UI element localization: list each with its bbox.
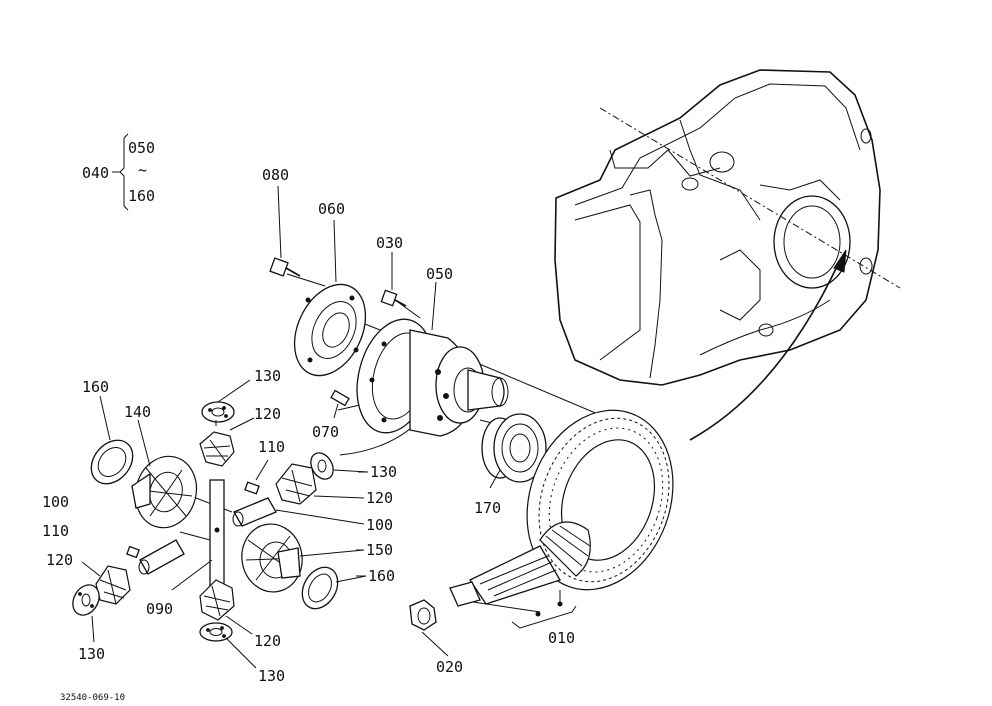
shim-160-right [301,566,367,610]
label-090: 090 [146,600,173,618]
pinion-gear-120-right [275,463,365,505]
range-tilde: ~ [138,161,147,179]
pinion-shaft-010 [449,521,591,629]
bolt-080 [269,185,301,277]
label-100-left: 100 [42,493,69,511]
label-140: 140 [124,403,151,421]
label-160-left: 160 [82,378,109,396]
pin-110-left [126,545,140,559]
pinion-gear-120-top [199,417,255,467]
label-120-right: 120 [366,489,393,507]
label-160-range-end: 160 [128,187,155,205]
label-160-right: 160 [368,567,395,585]
label-130-top: 130 [254,367,281,385]
assembly-bracket-040 [112,133,129,211]
thrust-washer-130-left [72,584,100,643]
label-dashes [356,471,367,577]
label-110-left: 110 [42,522,69,540]
side-gear-140 [131,419,198,529]
label-170: 170 [474,499,501,517]
label-030: 030 [376,234,403,252]
pin-070 [330,389,350,419]
label-130-right: 130 [370,463,397,481]
label-050: 050 [426,265,453,283]
side-gear-150 [241,523,365,593]
label-130-bottom: 130 [258,667,285,685]
pinion-gear-120-left [81,561,131,605]
transmission-case [554,69,901,441]
label-120-bottom: 120 [254,632,281,650]
thrust-washer-130-bottom [199,622,257,669]
shaft-100-left [138,539,185,575]
label-050-range-start: 050 [128,139,155,157]
nut-020 [409,599,449,657]
pinion-gear-120-bottom [199,579,253,635]
label-080: 080 [262,166,289,184]
bearing-170 [481,413,547,489]
label-150: 150 [366,541,393,559]
shaft-100-right [232,497,365,527]
label-070: 070 [312,423,339,441]
part-labels: 010 020 030 040 050 050 ~ 160 060 070 08… [42,139,575,685]
label-120-top: 120 [254,405,281,423]
thrust-washer-130-top [201,379,251,423]
label-060: 060 [318,200,345,218]
bolt-030 [380,252,407,307]
label-020: 020 [436,658,463,676]
label-040: 040 [82,164,109,182]
label-130-left: 130 [78,645,105,663]
flange-060 [293,219,367,377]
label-110-right: 110 [258,438,285,456]
label-100-right: 100 [366,516,393,534]
thrust-washer-130-right [310,452,369,480]
label-120-left: 120 [46,551,73,569]
differential-case-050 [356,281,509,437]
document-number: 32540-069-10 [60,693,125,703]
label-010: 010 [548,629,575,647]
pinion-shaft-090 [171,479,225,591]
pin-110-right [244,459,269,495]
shim-160-left [90,395,134,485]
